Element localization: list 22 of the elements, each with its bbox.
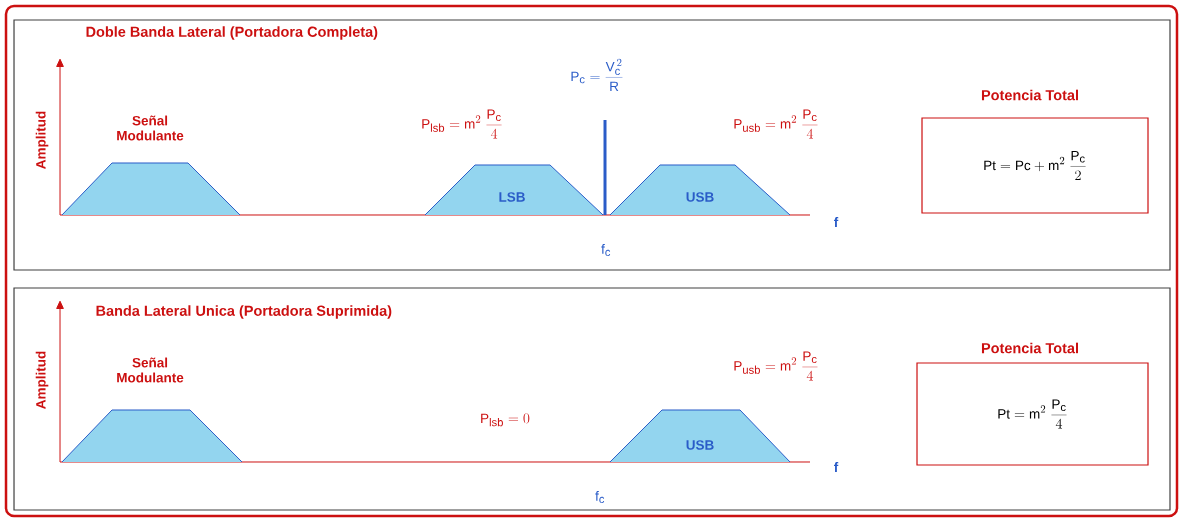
axis-label: $f_{c}$: [601, 243, 611, 256]
band-trapezoid: LSB: [424, 164, 604, 216]
band-trapezoid: Señal Modulante: [61, 115, 241, 216]
band-trapezoid: USB: [609, 164, 791, 216]
formula: $P_{usb} = m^{2}\;\frac{P_{c}}{4}$: [734, 109, 818, 139]
formula: $P_{lsb} = 0$: [481, 413, 530, 427]
band-trapezoid: Señal Modulante: [61, 357, 243, 463]
node-label: Señal Modulante: [117, 357, 184, 383]
formula: $P_{usb} = m^{2}\;\frac{P_{c}}{4}$: [734, 351, 818, 381]
axis-label: Amplitud: [35, 351, 49, 409]
node-label: Potencia Total: [981, 342, 1079, 354]
formula: $P_{c} = \frac{V_{c}^{\,2}}{R}$: [571, 58, 623, 91]
axis-label: f: [834, 462, 839, 472]
formula: $P_{lsb} = m^{2}\;\frac{P_{c}}{4}$: [422, 109, 502, 139]
band-trapezoid: USB: [609, 409, 791, 463]
formula-box: Potencia Total $Pt = m^{2}\;\frac{P_{c}}{4}$: [916, 342, 1149, 466]
axis-label: f: [834, 217, 839, 227]
axis-label: Amplitud: [35, 111, 49, 169]
formula-box: Potencia Total $Pt = Pc + m^{2}\;\frac{P_{c}}{2}$: [921, 89, 1149, 214]
node-label: Señal Modulante: [117, 115, 184, 141]
node-label: Potencia Total: [981, 89, 1079, 101]
axis-label: $f_{c}$: [595, 490, 605, 503]
